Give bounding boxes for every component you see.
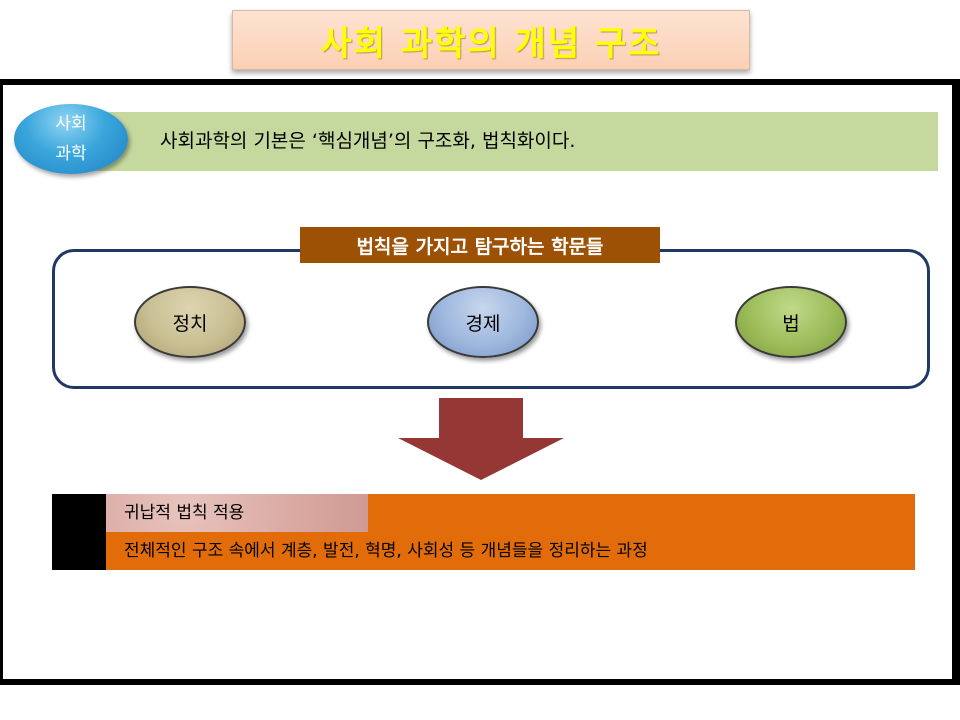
slide-title: 사회 과학의 개념 구조 <box>320 23 662 64</box>
badge-line-2: 과학 <box>55 144 87 164</box>
discipline-label: 법 <box>782 312 800 335</box>
down-arrow-icon <box>398 398 564 480</box>
down-arrow-shape <box>398 398 564 480</box>
discipline-politics: 정치 <box>134 286 246 358</box>
statement-text: 사회과학의 기본은 ‘핵심개념’의 구조화, 법칙화이다. <box>160 130 576 152</box>
statement-bar <box>88 112 938 171</box>
disciplines-label: 법칙을 가지고 탐구하는 학문들 <box>300 227 660 263</box>
slide-title-box: 사회 과학의 개념 구조 <box>232 10 750 70</box>
badge-line-1: 사회 <box>55 114 87 134</box>
result-description: 전체적인 구조 속에서 계층, 발전, 혁명, 사회성 등 개념들을 정리하는 … <box>124 541 648 561</box>
discipline-economics: 경제 <box>427 286 539 358</box>
social-science-badge: 사회 과학 <box>14 104 128 174</box>
discipline-label: 경제 <box>465 312 501 335</box>
result-side-block <box>52 494 106 570</box>
result-heading: 귀납적 법칙 적용 <box>106 494 368 532</box>
discipline-label: 정치 <box>172 312 208 335</box>
discipline-law: 법 <box>735 286 847 358</box>
